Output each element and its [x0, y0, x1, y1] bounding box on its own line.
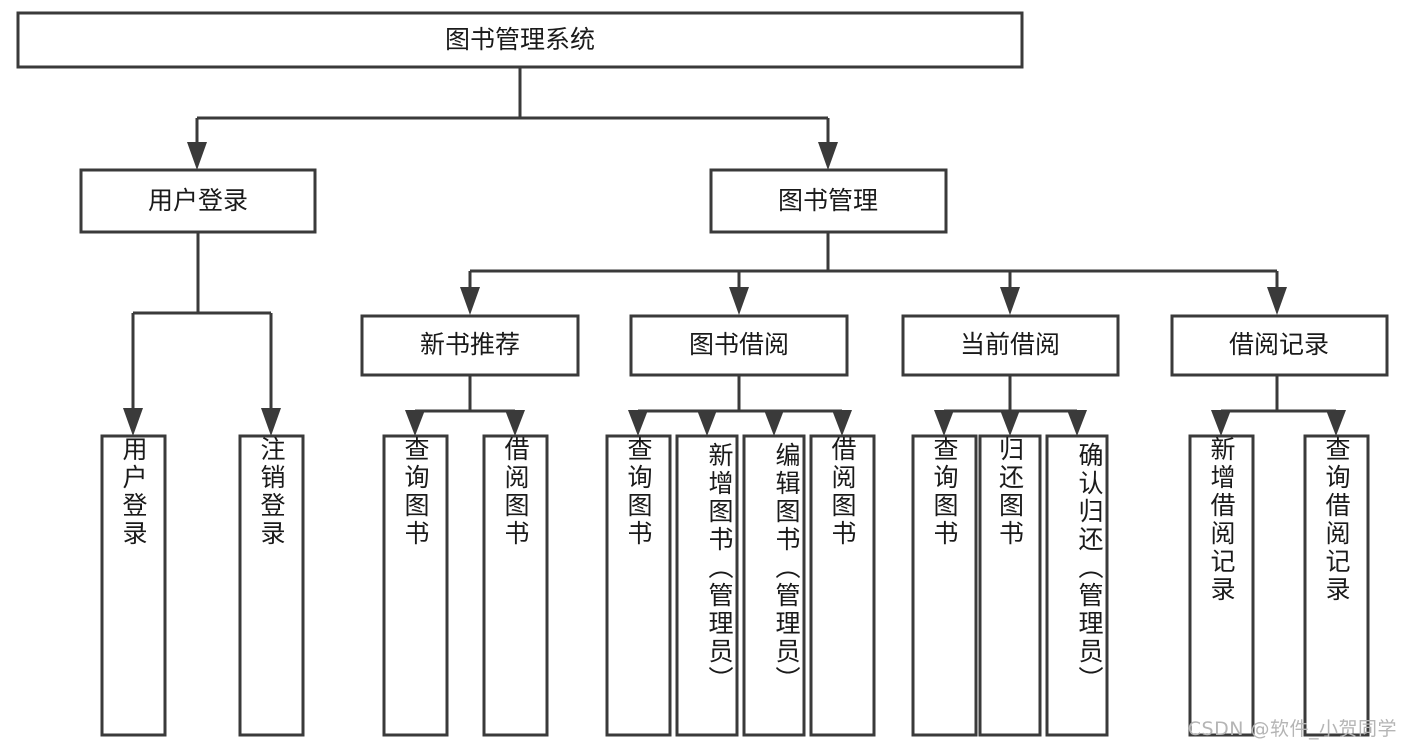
connector-root-to-bus	[187, 67, 838, 170]
node-root[interactable]: 图书管理系统	[16, 11, 1024, 69]
node-user-login-box[interactable]	[79, 168, 317, 234]
node-new-book-recommend-box[interactable]	[360, 314, 580, 377]
node-new-book-recommend-label: 新书推荐	[420, 330, 520, 359]
node-new-book-recommend[interactable]: 新书推荐	[360, 314, 580, 377]
leaf-box-borrow-book-1[interactable]	[482, 434, 549, 737]
node-book-borrow-box[interactable]	[629, 314, 849, 377]
node-user-login-label: 用户登录	[148, 186, 248, 215]
connector-current-borrow-to-leaves	[934, 375, 1087, 436]
node-book-borrow[interactable]: 图书借阅	[629, 314, 849, 377]
leaf-box-edit-book-admin[interactable]	[742, 434, 806, 737]
node-root-label: 图书管理系统	[445, 25, 595, 54]
leaf-box-user-login[interactable]	[100, 434, 167, 737]
node-book-management-label: 图书管理	[778, 186, 878, 215]
leaf-box-return-book[interactable]	[978, 434, 1042, 737]
connector-borrow-record-to-leaves	[1211, 375, 1346, 436]
node-user-login[interactable]: 用户登录	[79, 168, 317, 234]
node-current-borrow-box[interactable]	[901, 314, 1120, 377]
node-book-management[interactable]: 图书管理	[709, 168, 948, 234]
leaf-box-add-borrow-record[interactable]	[1188, 434, 1255, 737]
leaf-box-logout[interactable]	[238, 434, 305, 737]
node-borrow-record-box[interactable]	[1170, 314, 1389, 377]
node-current-borrow-label: 当前借阅	[960, 330, 1060, 359]
node-current-borrow[interactable]: 当前借阅	[901, 314, 1120, 377]
leaf-box-query-borrow-record[interactable]	[1303, 434, 1370, 737]
watermark-text: CSDN @软件_小贺同学	[1187, 718, 1397, 740]
node-root-box[interactable]	[16, 11, 1024, 69]
node-borrow-record[interactable]: 借阅记录	[1170, 314, 1389, 377]
leaf-box-query-book-2[interactable]	[605, 434, 672, 737]
connector-new-book-to-leaves	[405, 375, 525, 436]
leaf-box-borrow-book-2[interactable]	[809, 434, 876, 737]
connector-book-borrow-to-leaves	[628, 375, 852, 436]
connector-book-mgmt-to-bus	[460, 232, 1287, 315]
leaf-box-confirm-return-admin[interactable]	[1045, 434, 1109, 737]
node-borrow-record-label: 借阅记录	[1229, 330, 1329, 359]
leaf-box-add-book-admin[interactable]	[675, 434, 739, 737]
leaf-box-query-book-3[interactable]	[911, 434, 978, 737]
leaf-box-query-book-1[interactable]	[382, 434, 449, 737]
node-book-management-box[interactable]	[709, 168, 948, 234]
node-book-borrow-label: 图书借阅	[689, 330, 789, 359]
connector-user-login-to-leaves	[123, 232, 281, 436]
